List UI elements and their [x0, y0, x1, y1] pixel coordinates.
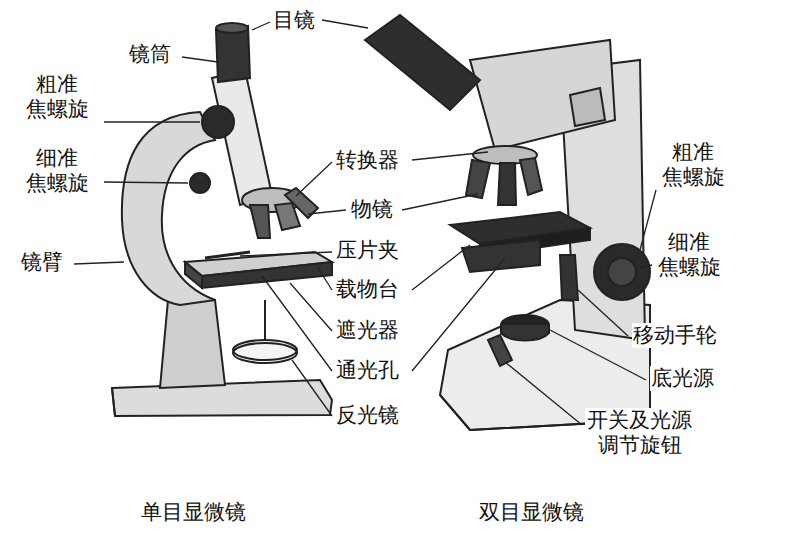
- binocular-microscope: [365, 15, 650, 430]
- part-label: 开关及光源 调节旋钮: [585, 408, 694, 458]
- part-label: 底光源: [650, 366, 715, 391]
- figure-caption: 单目显微镜: [140, 500, 247, 525]
- part-label: 粗准 焦螺旋: [24, 72, 90, 122]
- part-label: 细准 焦螺旋: [24, 146, 90, 196]
- part-label: 反光镜: [335, 403, 400, 428]
- figure-caption: 双目显微镜: [478, 500, 585, 525]
- part-label: 遮光器: [335, 318, 400, 343]
- part-label: 目镜: [272, 8, 316, 33]
- leader-lines: [74, 20, 656, 425]
- part-label: 镜臂: [20, 250, 64, 275]
- part-label: 物镜: [350, 197, 394, 222]
- part-label: 粗准 焦螺旋: [660, 140, 726, 190]
- part-label: 移动手轮: [632, 323, 718, 348]
- part-label: 载物台: [335, 277, 400, 302]
- part-label: 压片夹: [335, 238, 400, 263]
- part-label: 通光孔: [335, 358, 400, 383]
- part-label: 细准 焦螺旋: [656, 230, 722, 280]
- part-label: 镜筒: [128, 42, 172, 67]
- part-label: 转换器: [335, 148, 400, 173]
- monocular-microscope: [112, 23, 332, 416]
